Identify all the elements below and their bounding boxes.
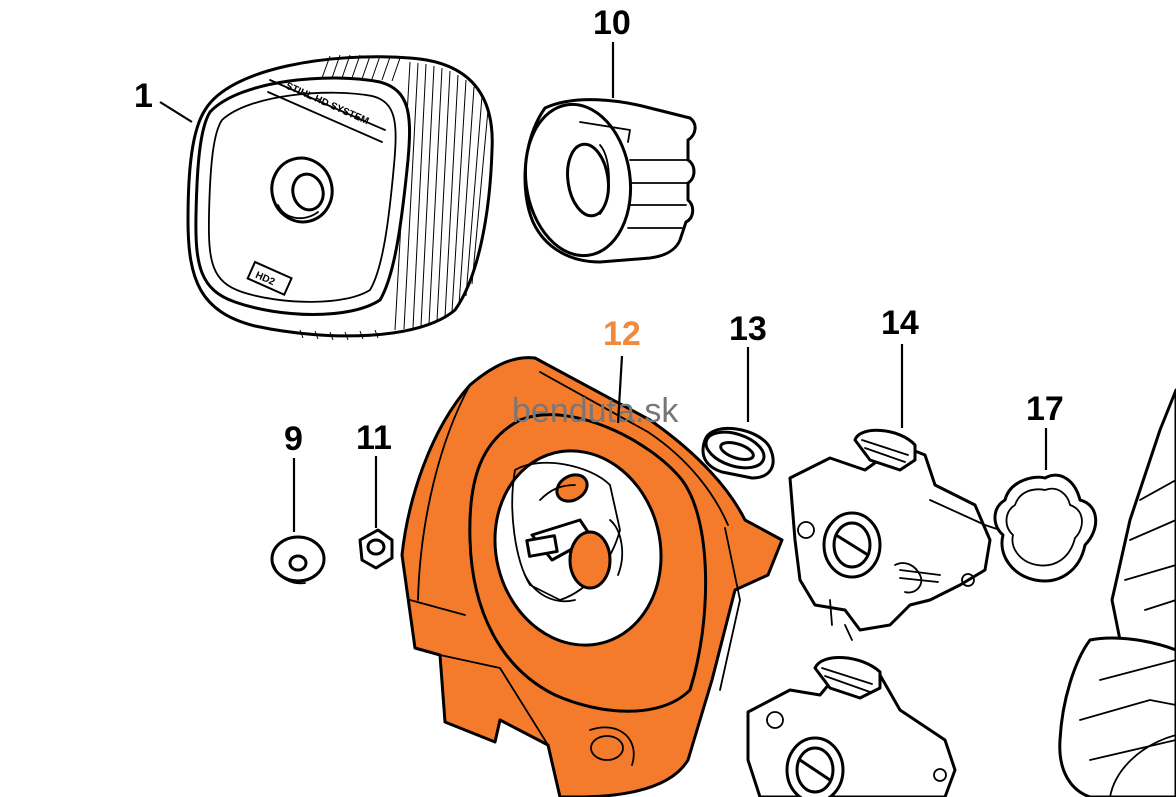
- callout-17[interactable]: 17: [1026, 390, 1064, 428]
- hex-nut-part[interactable]: [358, 528, 394, 570]
- filter-grade-badge: [246, 260, 293, 297]
- callout-14[interactable]: 14: [881, 304, 919, 342]
- oval-grommet-part[interactable]: [701, 426, 775, 480]
- filter-base-mechanism: [511, 461, 624, 603]
- callout-11[interactable]: 11: [356, 419, 392, 457]
- filter-base-part[interactable]: [400, 356, 784, 797]
- housing-part: [1058, 388, 1176, 797]
- prefilter-sleeve-part[interactable]: [516, 98, 697, 264]
- gasket-part[interactable]: [993, 473, 1098, 583]
- callout-1[interactable]: 1: [134, 77, 153, 115]
- callout-13[interactable]: 13: [729, 310, 767, 348]
- filter-pleats: [299, 54, 489, 341]
- air-filter-part[interactable]: STIHL HD SYSTEM HD2: [186, 54, 494, 341]
- leader-12: [616, 355, 624, 424]
- watermark-text: benduta.sk: [512, 392, 679, 430]
- callouts: 1 10 12 13 14 17 9 11: [134, 4, 1064, 458]
- leader-1: [159, 101, 193, 123]
- callout-10[interactable]: 10: [593, 4, 631, 42]
- callout-12[interactable]: 12: [603, 315, 641, 353]
- callout-9[interactable]: 9: [284, 420, 303, 458]
- washer-part[interactable]: [270, 535, 326, 585]
- leader-lines: [159, 42, 1048, 532]
- carburetor-lower-part: [746, 656, 957, 797]
